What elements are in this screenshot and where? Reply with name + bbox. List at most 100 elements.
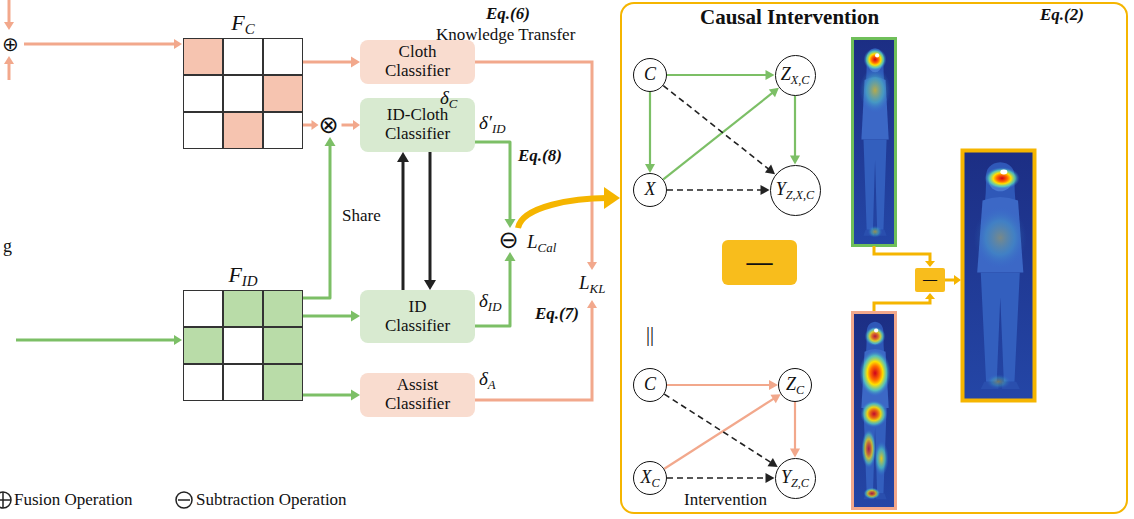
connector-line — [667, 477, 767, 479]
arrowhead — [353, 120, 360, 130]
node-label: FC — [183, 10, 303, 36]
label: || — [646, 322, 654, 346]
subscript: ID — [242, 273, 258, 289]
label: Eq.(7) — [535, 304, 579, 324]
arrowhead — [765, 165, 775, 175]
causal-panel: Causal InterventionCZX,CXYZ,X,C—CZCXCYZ,… — [620, 2, 1128, 514]
grid-cell — [224, 76, 263, 112]
connector — [397, 152, 409, 290]
label: δA — [479, 368, 496, 391]
grid-cell — [184, 291, 223, 327]
arrowhead — [768, 458, 778, 467]
connector-line — [402, 160, 405, 290]
connector — [424, 152, 436, 290]
connector-line — [303, 315, 353, 318]
minus-box: — — [722, 240, 797, 285]
subscript: ID — [492, 121, 506, 136]
arrowhead — [312, 120, 319, 130]
minus-box: — — [915, 268, 945, 292]
node-label: YZ,C — [781, 468, 809, 488]
subscript: Z,X,C — [786, 188, 815, 202]
connector-line — [667, 189, 762, 191]
connector — [790, 402, 800, 458]
grid-cell — [184, 39, 223, 75]
arrowhead — [645, 164, 655, 173]
arrowhead — [766, 473, 775, 483]
label: LCal — [527, 231, 556, 254]
label: δID — [479, 290, 501, 313]
subscript: KL — [590, 281, 606, 296]
connector — [342, 120, 361, 130]
connector-line — [303, 394, 353, 397]
grid-cell — [184, 76, 223, 112]
connector-line — [518, 198, 607, 228]
grid-cell — [184, 113, 223, 149]
node-label: C — [644, 65, 656, 85]
label: δC — [440, 87, 457, 110]
connector-line — [663, 86, 769, 170]
node-label: Causal Intervention — [700, 5, 879, 30]
grid-cell — [224, 328, 263, 364]
feature-map: FC — [183, 10, 303, 149]
node-label: YZ,X,C — [776, 180, 815, 200]
node-label: ZX,C — [781, 65, 810, 85]
subscript: X,C — [791, 73, 810, 87]
connector-line — [649, 92, 651, 166]
grid-cell — [264, 328, 303, 364]
arrowhead — [766, 70, 775, 80]
node-label: ⊗ — [319, 113, 342, 137]
subtraction-symbol: ⊖ — [499, 228, 522, 252]
connector-line — [475, 259, 510, 326]
connector-line — [303, 124, 313, 127]
subscript: C — [245, 21, 255, 37]
arrowhead — [505, 219, 516, 228]
connector — [475, 252, 516, 326]
grid-cell — [224, 113, 263, 149]
label: Eq.(8) — [518, 146, 562, 166]
connector — [303, 390, 360, 401]
arrowhead — [351, 390, 360, 401]
connector — [667, 185, 770, 195]
node-label: Cloth Classifier — [376, 43, 460, 80]
feature-grid — [183, 38, 303, 149]
connector-line — [475, 142, 510, 221]
arrowhead — [351, 57, 360, 68]
causal-node: XC — [633, 461, 667, 495]
connector — [667, 70, 775, 80]
label: Intervention — [684, 490, 767, 510]
causal-node: X — [633, 173, 667, 207]
input-arrows — [4, 0, 182, 345]
classifier-box: ID Classifier — [360, 290, 475, 343]
connector-line — [794, 402, 796, 450]
connector-line — [794, 96, 796, 158]
grid-cell — [264, 291, 303, 327]
connector — [303, 120, 319, 130]
connector — [667, 380, 778, 390]
causal-node: ZX,C — [775, 55, 816, 96]
arrowhead — [351, 311, 360, 322]
arrowhead — [604, 187, 620, 209]
connector-line — [663, 92, 773, 179]
subscript: Cal — [538, 240, 557, 255]
connector — [303, 311, 360, 322]
classifier-box: ID-Cloth Classifier — [360, 98, 475, 152]
causal-node: YZ,C — [775, 458, 816, 499]
connector — [303, 137, 336, 298]
connector — [664, 394, 780, 469]
arrowhead — [397, 152, 409, 162]
heatmap-images — [853, 39, 1035, 509]
connector — [790, 96, 800, 165]
connector-line — [667, 384, 771, 386]
grid-cell — [224, 365, 263, 401]
grid-cell — [224, 39, 263, 75]
node-label: C — [644, 375, 656, 395]
connector — [663, 86, 775, 175]
grid-cell — [264, 365, 303, 401]
grid-cell — [264, 113, 303, 149]
grid-cell — [264, 76, 303, 112]
connector — [663, 88, 779, 180]
node-label: Assist Classifier — [376, 376, 460, 413]
subscript: ID — [488, 299, 502, 314]
